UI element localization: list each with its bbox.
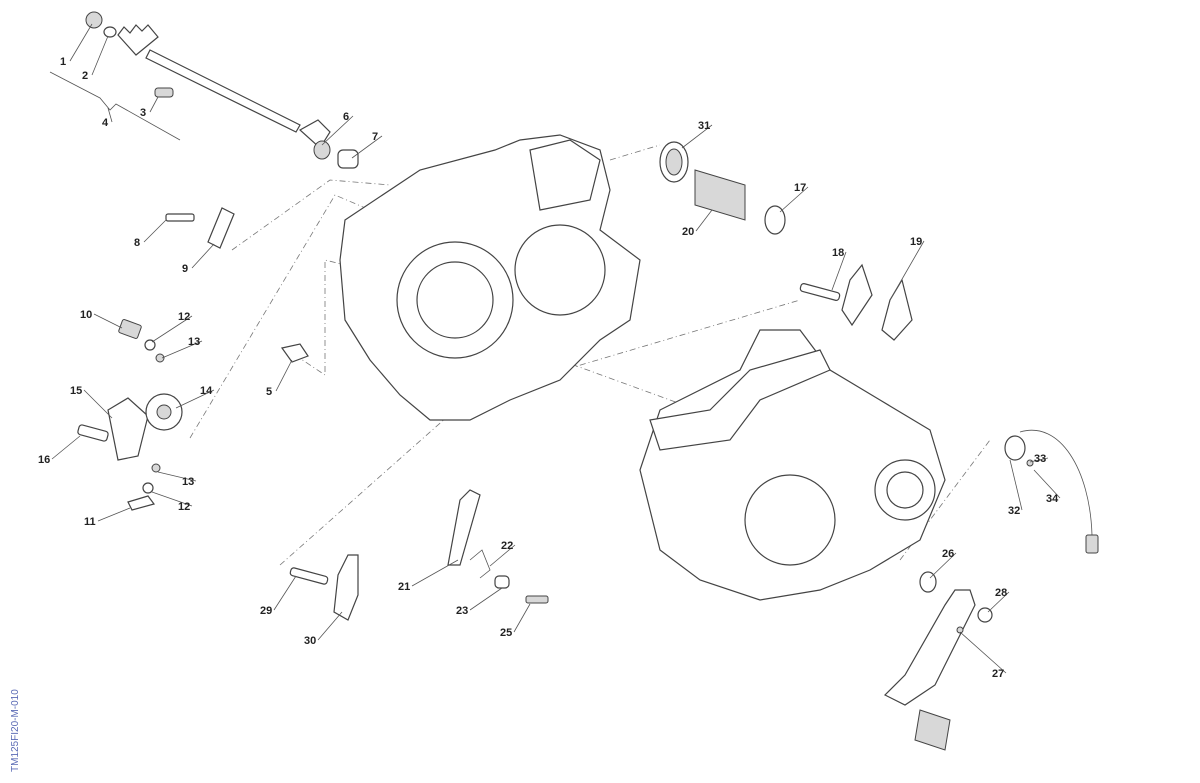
leader-line: [175, 389, 215, 409]
leader-line: [889, 240, 925, 301]
leader-line: [489, 544, 516, 567]
callout-3: 3: [140, 107, 146, 119]
leader-line: [1029, 457, 1049, 463]
leader-line: [273, 575, 297, 611]
leader-line: [831, 251, 847, 291]
callout-2: 2: [82, 70, 88, 82]
crankcase-left: [339, 134, 641, 421]
callout-32: 32: [1008, 505, 1020, 517]
leader-line: [143, 219, 167, 243]
leader-line: [411, 559, 459, 587]
leader-line: [987, 591, 1010, 613]
callout-22: 22: [501, 540, 513, 552]
callout-labels: 1234567891011121213131415161718192021222…: [38, 23, 1061, 680]
leader-line: [191, 243, 215, 269]
leader-line: [51, 435, 81, 460]
shift-drum-parts: [659, 141, 913, 341]
leader-line: [929, 552, 957, 579]
callout-23: 23: [456, 605, 468, 617]
callout-5: 5: [266, 386, 272, 398]
small-parts-right: [883, 429, 1099, 751]
leader-line: [69, 23, 93, 62]
callout-9: 9: [182, 263, 188, 275]
leader-line: [93, 313, 123, 329]
callout-18: 18: [832, 247, 844, 259]
leader-line: [149, 96, 159, 113]
shift-shaft-assembly: [85, 11, 359, 169]
shaft-assembly-bracket: [49, 71, 181, 141]
small-parts-bottom: [289, 489, 549, 621]
callout-20: 20: [682, 226, 694, 238]
leader-line: [469, 587, 503, 611]
callout-14: 14: [200, 385, 213, 397]
callout-31: 31: [698, 120, 710, 132]
leader-line: [275, 359, 293, 392]
callout-28: 28: [995, 587, 1007, 599]
callout-25: 25: [500, 627, 512, 639]
small-parts-left: [77, 207, 309, 511]
callout-16: 16: [38, 454, 50, 466]
leader-line: [157, 471, 197, 482]
callout-30: 30: [304, 635, 316, 647]
callout-13: 13: [182, 476, 194, 488]
leader-line: [695, 209, 713, 232]
leader-line: [107, 107, 113, 123]
callout-15: 15: [70, 385, 82, 397]
callout-8: 8: [134, 237, 140, 249]
callout-26: 26: [942, 548, 954, 560]
callout-7: 7: [372, 131, 378, 143]
leader-line: [321, 115, 354, 146]
callout-33: 33: [1034, 453, 1046, 465]
leader-line: [83, 389, 113, 419]
callout-34: 34: [1046, 493, 1059, 505]
diagram-code: TM125FI20-M-010: [10, 689, 21, 772]
leader-line: [151, 491, 193, 507]
callout-10: 10: [80, 309, 92, 321]
callout-27: 27: [992, 668, 1004, 680]
leader-line: [1009, 459, 1023, 511]
leader-line: [351, 135, 383, 159]
leader-line: [151, 315, 193, 343]
callout-17: 17: [794, 182, 806, 194]
leader-line: [1033, 469, 1061, 499]
leader-line: [779, 186, 809, 213]
callout-4: 4: [102, 117, 109, 129]
leader-line: [317, 611, 343, 641]
callout-21: 21: [398, 581, 410, 593]
leader-line: [97, 507, 131, 522]
crankcase-right: [639, 329, 946, 601]
callout-13: 13: [188, 336, 200, 348]
callout-12: 12: [178, 501, 190, 513]
leader-line: [959, 631, 1007, 674]
leader-line: [681, 124, 713, 149]
callout-6: 6: [343, 111, 349, 123]
leader-line: [161, 340, 203, 359]
callout-19: 19: [910, 236, 922, 248]
callout-29: 29: [260, 605, 272, 617]
callout-11: 11: [84, 516, 96, 528]
callout-12: 12: [178, 311, 190, 323]
leader-line: [91, 35, 109, 76]
leader-line: [513, 603, 531, 633]
callout-1: 1: [60, 56, 66, 68]
